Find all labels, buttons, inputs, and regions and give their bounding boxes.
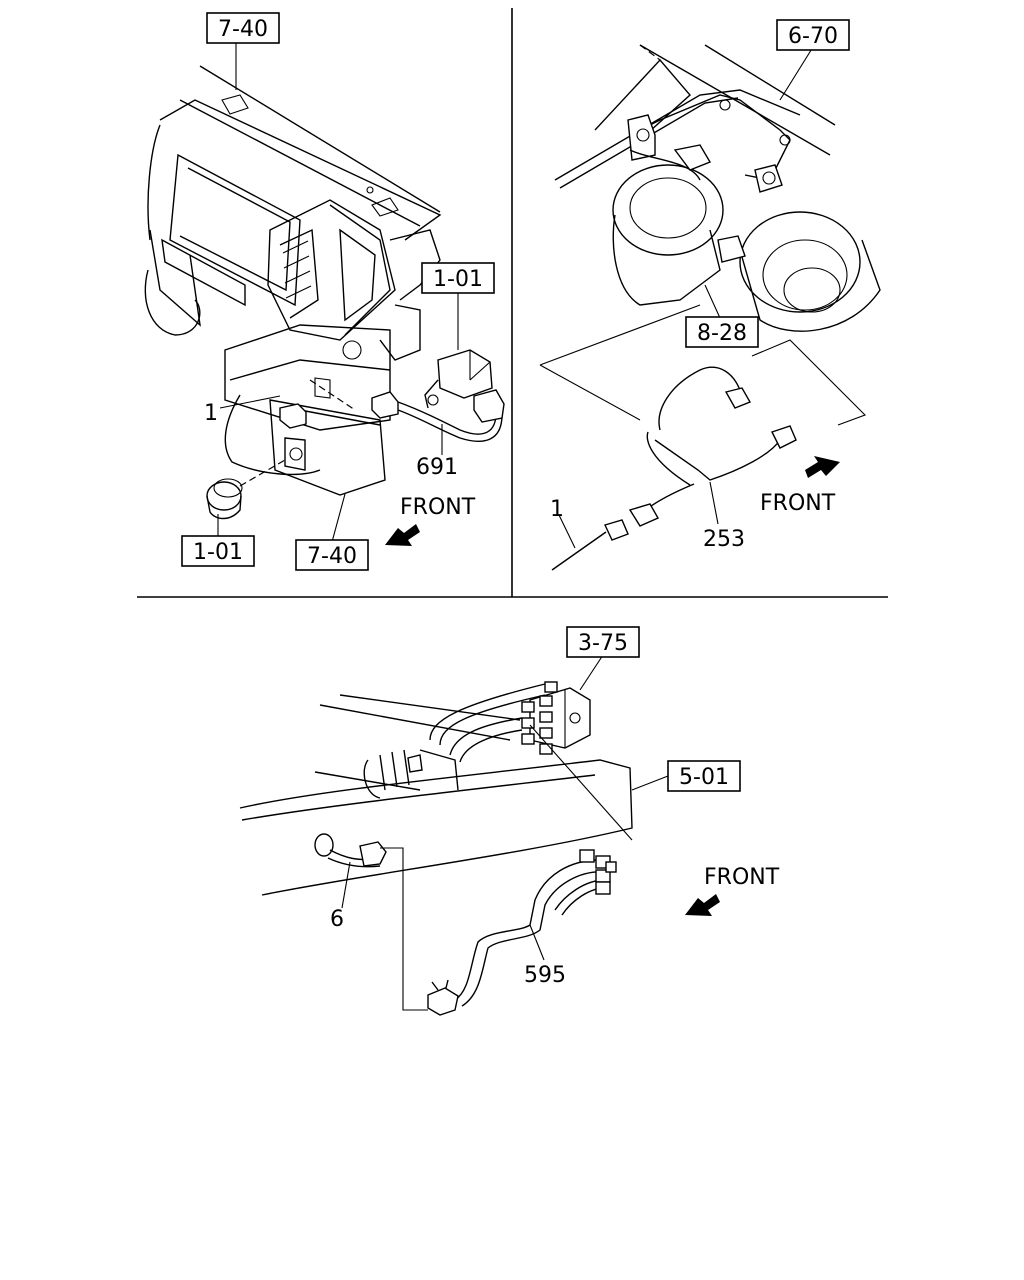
svg-text:1-01: 1-01 (193, 540, 243, 565)
front-label-bottom: FRONT (704, 865, 780, 890)
front-label-top-left: FRONT (400, 495, 476, 520)
callout-253: 253 (703, 527, 745, 552)
box-label-7-40-bottom: 7-40 (295, 539, 369, 571)
callout-1-left: 1 (204, 401, 218, 426)
panel-valve-harness (239, 654, 720, 1016)
svg-text:7-40: 7-40 (218, 17, 268, 42)
box-label-5-01: 5-01 (667, 760, 741, 792)
callout-1-right: 1 (550, 497, 564, 522)
svg-text:8-28: 8-28 (697, 321, 747, 346)
panel-horns (539, 44, 881, 571)
front-label-top-right: FRONT (760, 491, 836, 516)
callout-6: 6 (330, 907, 344, 932)
box-label-1-01-switch: 1-01 (421, 262, 495, 294)
svg-text:7-40: 7-40 (307, 544, 357, 569)
box-label-6-70: 6-70 (776, 19, 850, 51)
box-label-7-40-top: 7-40 (206, 12, 280, 44)
svg-text:3-75: 3-75 (578, 631, 628, 656)
svg-text:6-70: 6-70 (788, 24, 838, 49)
svg-text:1-01: 1-01 (433, 267, 483, 292)
box-label-3-75: 3-75 (566, 626, 640, 658)
box-label-1-01-button: 1-01 (181, 535, 255, 567)
panel-dashboard (144, 43, 505, 546)
svg-text:5-01: 5-01 (679, 765, 729, 790)
callout-691: 691 (416, 455, 458, 480)
box-label-8-28: 8-28 (685, 316, 759, 348)
callout-595: 595 (524, 963, 566, 988)
